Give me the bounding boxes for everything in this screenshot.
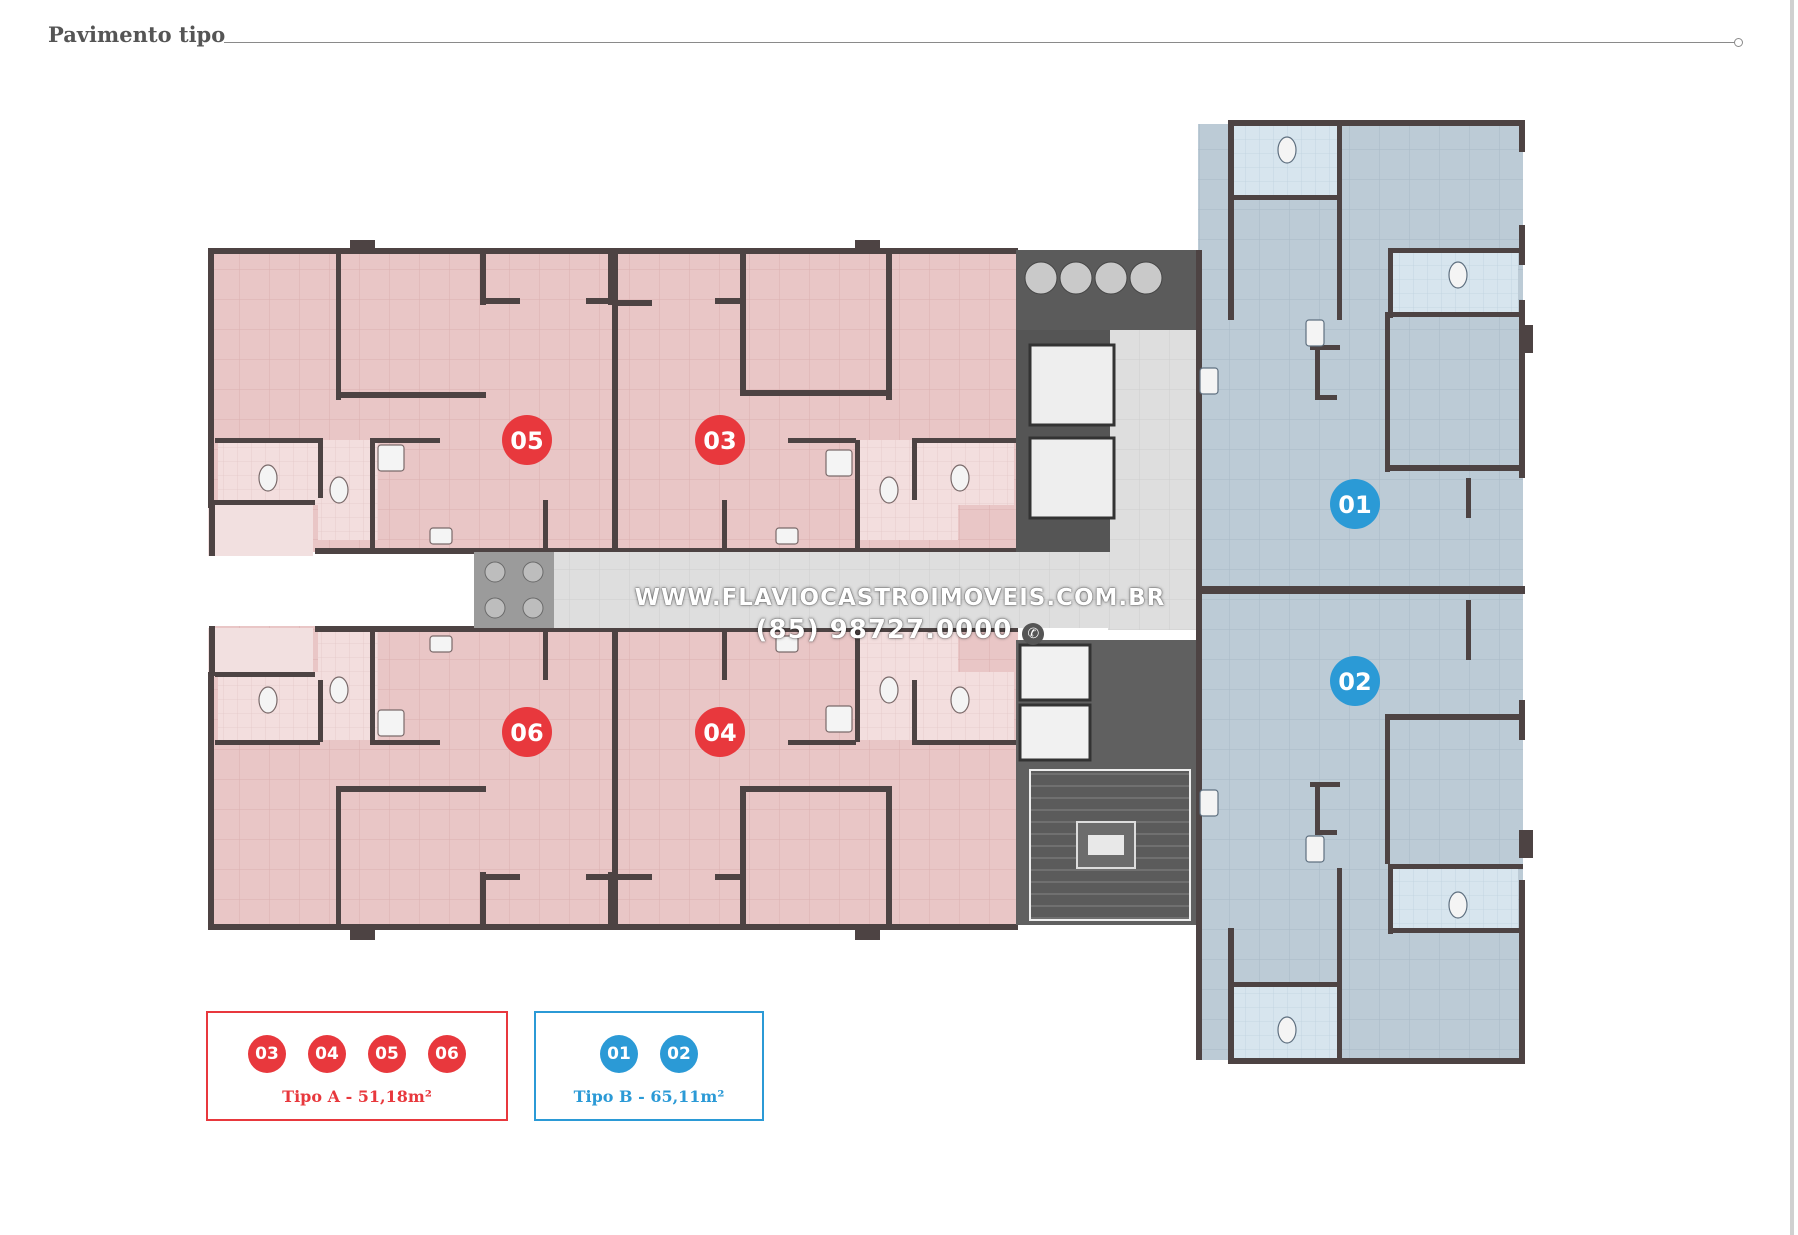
elevator (1028, 343, 1116, 427)
corridor (1108, 330, 1198, 630)
legend-label-type-a: Tipo A - 51,18m² (282, 1087, 432, 1106)
svg-text:04: 04 (703, 719, 736, 747)
svg-text:02: 02 (1338, 668, 1371, 696)
unit-badge-01: 01 (1330, 479, 1380, 529)
legend-badge-05: 05 (368, 1035, 406, 1073)
walls (208, 626, 1018, 940)
legend-badges: 01 02 (536, 1035, 762, 1073)
svg-text:01: 01 (1338, 491, 1371, 519)
building-core (1016, 250, 1198, 925)
legend-label-type-b: Tipo B - 65,11m² (573, 1087, 725, 1106)
bathroom-fixtures (1199, 136, 1468, 1044)
unit-badge-02: 02 (1330, 656, 1380, 706)
watermark-phone: (85) 98727.0000 (755, 615, 1013, 645)
walls (208, 240, 1018, 556)
svg-text:06: 06 (510, 719, 543, 747)
page-title: Pavimento tipo (48, 22, 226, 47)
unit-badge-06: 06 (502, 707, 552, 757)
page-edge (1790, 0, 1794, 1235)
whatsapp-icon: ✆ (1022, 622, 1045, 645)
balcony (208, 500, 313, 556)
unit-badge-03: 03 (695, 415, 745, 465)
balcony (208, 628, 313, 672)
svg-text:05: 05 (510, 427, 543, 455)
unit-badge-05: 05 (502, 415, 552, 465)
elevator (1018, 643, 1092, 702)
legend-badge-06: 06 (428, 1035, 466, 1073)
elevator (1018, 703, 1092, 762)
watermark: WWW.FLAVIOCASTROIMOVEIS.COM.BR (85) 9872… (560, 582, 1240, 649)
title-rule-end-dot (1734, 38, 1743, 47)
legend-type-b: 01 02 Tipo B - 65,11m² (534, 1011, 764, 1121)
watermark-site: WWW.FLAVIOCASTROIMOVEIS.COM.BR (634, 585, 1166, 611)
walls (1196, 120, 1533, 1064)
unit-badge-04: 04 (695, 707, 745, 757)
legend-badges: 03 04 05 06 (208, 1035, 506, 1073)
shaft (474, 552, 554, 628)
shaft-circles (484, 561, 544, 619)
type-a-block (208, 240, 1018, 940)
legend-badge-01: 01 (600, 1035, 638, 1073)
corridor (552, 552, 1197, 628)
type-b-block (1196, 120, 1533, 1064)
legend-type-a: 03 04 05 06 Tipo A - 51,18m² (206, 1011, 508, 1121)
legend-badge-03: 03 (248, 1035, 286, 1073)
legend-badge-04: 04 (308, 1035, 346, 1073)
bathroom-fixtures (258, 444, 970, 737)
elevator (1028, 436, 1116, 520)
svg-text:03: 03 (703, 427, 736, 455)
legend-badge-02: 02 (660, 1035, 698, 1073)
bathroom (318, 630, 378, 740)
shaft-circles (1024, 261, 1163, 295)
title-rule (224, 42, 1738, 43)
